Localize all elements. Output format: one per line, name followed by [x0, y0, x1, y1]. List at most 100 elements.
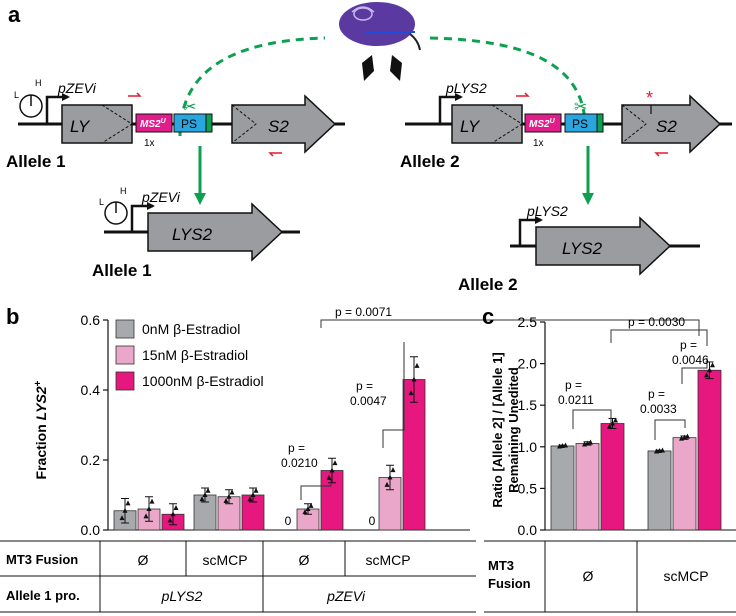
data-point [710, 362, 715, 368]
data-point [122, 507, 128, 513]
data-point [226, 493, 232, 499]
panel-c-ylabel-1: Ratio [Allele 2] / [Allele 1] [490, 352, 505, 507]
data-point [414, 362, 420, 368]
pvalue-label: p = [648, 387, 665, 401]
data-point [704, 372, 709, 378]
data-point [329, 467, 335, 473]
copies-label: 1x [533, 138, 544, 149]
panel-c-axis: 0.00.51.01.52.02.5 [518, 314, 736, 538]
ms2-sup: U [161, 118, 167, 125]
pvalue-label: 0.0210 [281, 456, 318, 470]
gene-lys2-label: LYS2 [172, 225, 213, 244]
row-label-fusion-2: Fusion [488, 576, 531, 591]
legend-label: 15nM β-Estradiol [142, 347, 248, 363]
panel-b-table: MT3 Fusion Allele 1 pro. Ø scMCP Ø scMCP… [0, 540, 476, 613]
y-tick-label: 0.0 [81, 522, 101, 538]
y-tick-label: 0.2 [81, 452, 101, 468]
ms2-label: MS2 [140, 119, 161, 130]
row-label-fusion-1: MT3 [488, 558, 514, 573]
y-tick-label: 0.5 [518, 480, 538, 496]
scissors-icon: ✂ [574, 99, 587, 116]
panel-b-pvalues: p = 0.0071 p = 0.0210 p = 0.0047 [281, 305, 700, 500]
data-point [390, 467, 396, 473]
panel-c-pvalues: p = 0.0030 p = 0.0211 p = 0.0033 p = 0.0… [558, 315, 709, 440]
legend-swatch [115, 319, 135, 339]
fusion-cell: Ø [583, 568, 594, 584]
fusion-cell: Ø [299, 552, 310, 568]
fusion-cell: scMCP [663, 568, 708, 584]
pvalue-label: p = [680, 338, 697, 352]
bar [550, 445, 575, 531]
data-point [173, 504, 179, 510]
copies-label: 1x [144, 138, 155, 149]
data-point [202, 492, 208, 497]
segment-s2-label: S2 [268, 117, 289, 136]
panel-c-bars [550, 361, 722, 531]
allele1-construct: H L pZEVi LY MS2U 1x PS S2 ✂ Allele 1 [6, 78, 345, 171]
pvalue-label: p = [356, 379, 373, 393]
allele1-label: Allele 1 [6, 152, 66, 171]
fusion-cell: scMCP [365, 552, 410, 568]
data-point [223, 497, 229, 503]
dashed-link-left [178, 36, 326, 137]
data-point [170, 511, 176, 517]
bar [575, 443, 600, 531]
data-point [607, 423, 612, 429]
primer-rev-icon [654, 152, 668, 157]
pvalue-label: 0.0047 [350, 394, 387, 408]
panel-a-label: a [8, 2, 21, 27]
data-point [332, 460, 338, 466]
data-point [660, 447, 665, 453]
allele2-edited: pLYS2 LYS2 Allele 2 [458, 203, 700, 294]
dial-low-label: L [99, 197, 104, 207]
segment-ly-label: LY [460, 117, 481, 136]
y-tick-label: 0.6 [81, 312, 101, 328]
segment-ly-label: LY [70, 117, 91, 136]
scissors-icon: ✂ [183, 99, 196, 116]
inducible-dial-icon: H L [14, 78, 43, 118]
panel-a: a H L pZEVi [6, 2, 732, 294]
pvalue-label: 0.0046 [672, 353, 709, 367]
y-tick-label: 0.4 [81, 382, 101, 398]
dashed-link-right [429, 36, 587, 137]
promoter-zevi-label: pZEVi [57, 80, 97, 96]
pvalue-label: 0.0033 [640, 402, 677, 416]
zero-label: 0 [369, 514, 376, 528]
promoter-lys2-label: pLYS2 [445, 80, 487, 96]
pvalue-label: p = [288, 441, 305, 455]
bar [672, 437, 697, 531]
data-point [408, 390, 414, 396]
promoter-arrow-icon [438, 93, 463, 124]
data-point [229, 489, 235, 495]
data-point [253, 487, 259, 493]
pvalue-label: p = [565, 378, 582, 392]
data-point [302, 509, 308, 515]
mcp-dimer-icon [362, 55, 402, 81]
segment-s2-label: S2 [656, 117, 677, 136]
legend-swatch [115, 345, 135, 365]
data-point [247, 496, 253, 502]
promoter-lys2-label: pLYS2 [526, 203, 568, 219]
promoter-cell: pLYS2 [161, 588, 203, 604]
ps-label: PS [572, 117, 588, 131]
primer-fwd-icon [516, 92, 530, 97]
panel-b-legend: 0nM β-Estradiol 15nM β-Estradiol 1000nM β-… [115, 319, 264, 391]
data-point [125, 500, 131, 506]
mutation-asterisk: * [646, 88, 653, 108]
pvalue-label: 0.0211 [558, 393, 594, 407]
bar [647, 450, 672, 531]
ms2-sup: U [550, 118, 556, 125]
y-tick-label: 1.0 [518, 439, 538, 455]
allele2-label: Allele 2 [400, 152, 460, 171]
pvalue-label: p = 0.0030 [628, 315, 685, 329]
promoter-arrow-icon [518, 216, 543, 246]
panel-b-chart: b Fraction LYS2+ 0.00.20.40.6 0nM β-Estr… [0, 304, 700, 613]
legend-label: 1000nM β-Estradiol [142, 373, 264, 389]
legend-label: 0nM β-Estradiol [142, 321, 240, 337]
svg-text:MS2U: MS2U [140, 118, 167, 130]
y-tick-label: 0.0 [518, 522, 538, 538]
allele1-edited: H L pZEVi LYS2 Allele 1 [92, 186, 300, 280]
data-point [384, 481, 390, 487]
